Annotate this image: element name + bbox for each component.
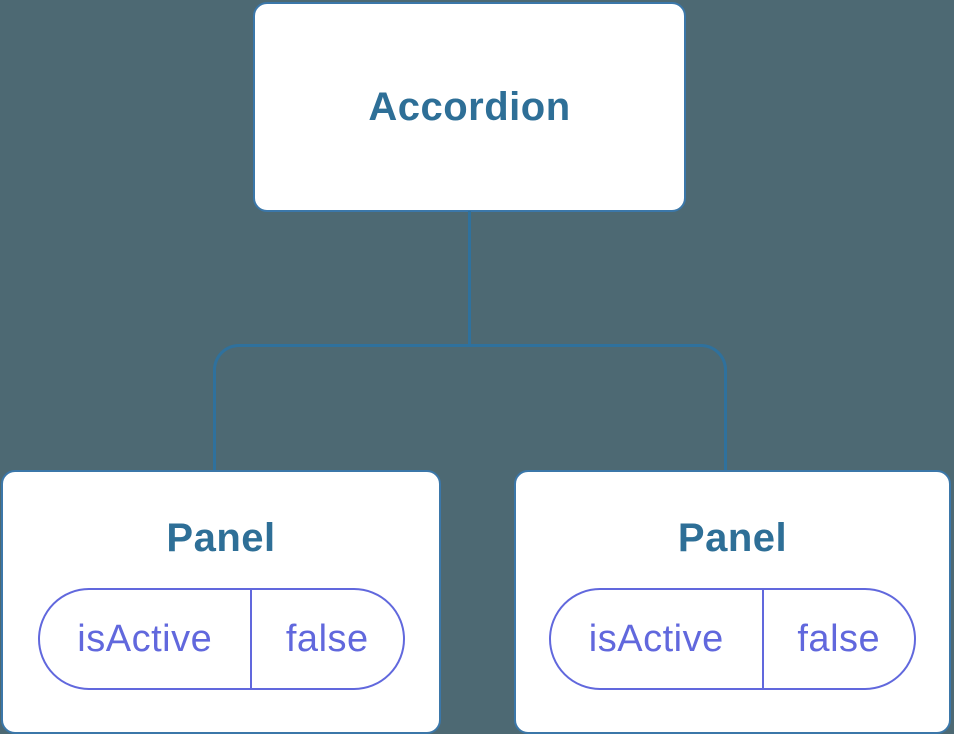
- panel-right-label: Panel: [677, 516, 788, 560]
- panel-left-state-value: false: [285, 617, 369, 660]
- panel-node-right: Panel isActive false: [514, 470, 951, 734]
- panel-right-state-name: isActive: [551, 590, 764, 688]
- panel-left-state-pill: isActive false: [37, 588, 405, 690]
- accordion-node: Accordion: [253, 2, 686, 212]
- accordion-node-label: Accordion: [368, 84, 571, 129]
- panel-right-state-pill: isActive false: [549, 588, 916, 690]
- panel-left-label: Panel: [166, 516, 276, 560]
- panel-node-left: Panel isActive false: [1, 470, 441, 734]
- connector-bracket: [213, 344, 727, 470]
- panel-left-state-name: isActive: [40, 590, 253, 688]
- panel-right-state-value: false: [797, 617, 881, 660]
- connector-stem: [468, 211, 471, 346]
